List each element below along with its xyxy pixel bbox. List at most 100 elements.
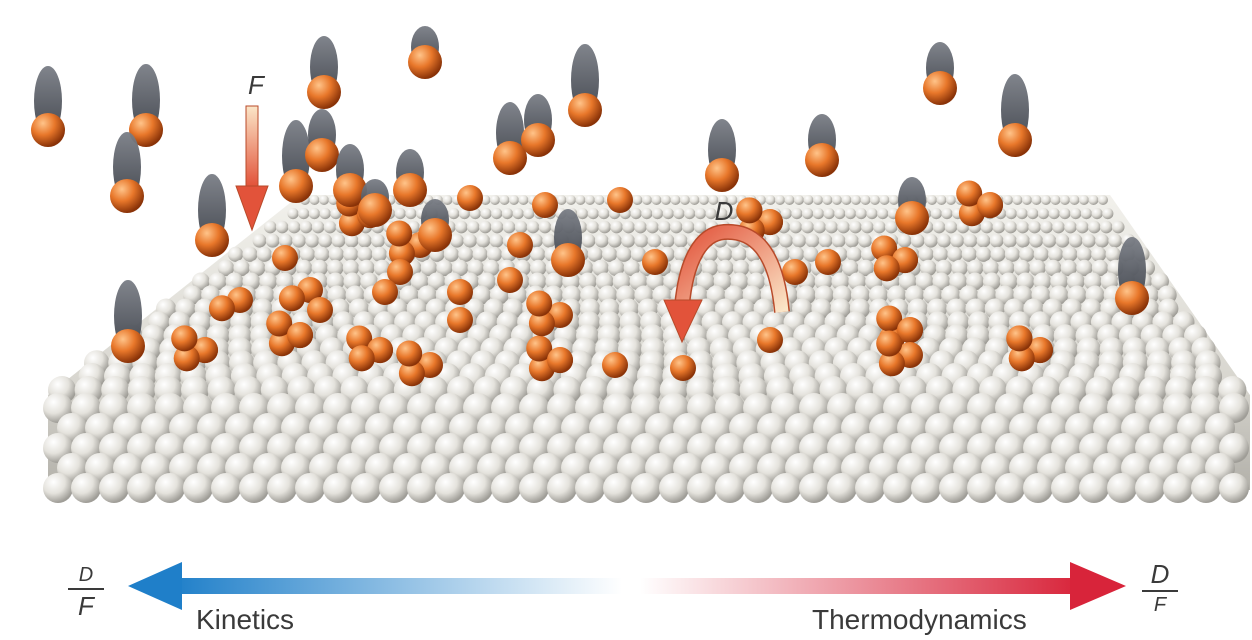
substrate-atom bbox=[794, 195, 804, 205]
substrate-atom bbox=[192, 272, 210, 291]
substrate-atom bbox=[311, 220, 325, 234]
substrate-atom bbox=[1088, 220, 1101, 234]
substrate-atom bbox=[935, 259, 953, 277]
adatom bbox=[815, 249, 841, 275]
substrate-atom bbox=[1023, 473, 1053, 503]
substrate-atom bbox=[451, 259, 469, 277]
adatom bbox=[670, 355, 696, 381]
ratio-right: D F bbox=[1138, 560, 1182, 616]
falling-atom bbox=[493, 141, 527, 175]
substrate-atom bbox=[1027, 208, 1039, 220]
substrate-atom bbox=[766, 233, 780, 248]
substrate-atom bbox=[1019, 246, 1035, 262]
substrate-atom bbox=[594, 233, 609, 248]
falling-atom bbox=[111, 329, 145, 363]
substrate-atom bbox=[476, 233, 491, 248]
substrate-atom bbox=[467, 220, 480, 234]
substrate-atom bbox=[1076, 220, 1089, 234]
substrate-atom bbox=[897, 233, 912, 248]
substrate-atom bbox=[491, 208, 503, 220]
substrate-atom bbox=[941, 208, 953, 220]
substrate-atom bbox=[924, 233, 938, 248]
substrate-atom bbox=[585, 195, 595, 205]
substrate-atom bbox=[634, 233, 649, 248]
adatom bbox=[526, 335, 553, 362]
substrate-atom bbox=[803, 246, 819, 262]
ratio-left-denominator: F bbox=[78, 591, 94, 621]
falling-atom bbox=[998, 123, 1032, 157]
ratio-left: D F bbox=[64, 564, 108, 620]
substrate-atom bbox=[490, 195, 500, 205]
substrate-atom bbox=[855, 473, 885, 503]
kinetics-label: Kinetics bbox=[196, 604, 295, 635]
substrate-atom bbox=[673, 208, 685, 220]
substrate-atom bbox=[663, 272, 681, 291]
adatom bbox=[388, 240, 415, 267]
flux-arrow bbox=[235, 105, 269, 232]
substrate-atom bbox=[1048, 246, 1064, 262]
substrate-atom bbox=[1004, 220, 1017, 234]
substrate-atom bbox=[358, 259, 375, 277]
substrate-atom bbox=[323, 220, 337, 234]
substrate-atom bbox=[910, 233, 925, 248]
substrate-atom bbox=[995, 473, 1025, 503]
flux-label: F bbox=[248, 70, 266, 100]
substrate-atom bbox=[314, 246, 330, 262]
substrate-atom bbox=[579, 272, 597, 291]
substrate-atom bbox=[693, 220, 707, 234]
substrate-atom bbox=[687, 473, 717, 503]
substrate-atom bbox=[155, 473, 185, 503]
substrate-atom bbox=[598, 208, 610, 220]
falling-atom bbox=[31, 113, 65, 147]
substrate-atom bbox=[1051, 473, 1081, 503]
substrate-atom bbox=[915, 272, 934, 291]
substrate-atom bbox=[443, 246, 459, 262]
substrate-atom bbox=[598, 220, 611, 234]
substrate-atom bbox=[939, 473, 969, 503]
substrate-atom bbox=[616, 246, 632, 262]
substrate-atom bbox=[239, 473, 269, 503]
substrate-atom bbox=[718, 195, 728, 205]
substrate-atom bbox=[967, 259, 984, 277]
adatom bbox=[878, 350, 905, 377]
substrate-atom bbox=[1091, 259, 1109, 277]
substrate-atom bbox=[946, 195, 956, 205]
substrate-atom bbox=[870, 195, 880, 205]
substrate-atom bbox=[1031, 195, 1042, 205]
substrate-atom bbox=[1013, 259, 1031, 277]
surface-adatoms bbox=[171, 180, 1053, 387]
substrate-atom bbox=[947, 246, 963, 262]
substrate-atom bbox=[1033, 272, 1052, 291]
substrate-atom bbox=[278, 233, 293, 248]
substrate-atom bbox=[748, 259, 765, 277]
substrate-atom bbox=[519, 473, 549, 503]
adatom bbox=[396, 340, 423, 367]
substrate-atom bbox=[1076, 259, 1093, 277]
substrate-atom bbox=[326, 272, 345, 291]
substrate-atom bbox=[1016, 220, 1029, 234]
substrate-atom bbox=[491, 473, 521, 503]
substrate-atom bbox=[373, 259, 391, 277]
substrate-atom bbox=[660, 233, 675, 248]
substrate-atom bbox=[696, 272, 715, 291]
adatom bbox=[876, 330, 903, 357]
substrate-atom bbox=[1070, 208, 1082, 220]
substrate-atom bbox=[673, 233, 688, 248]
adatom bbox=[387, 259, 413, 285]
substrate-atom bbox=[499, 195, 510, 205]
substrate-atom bbox=[420, 259, 438, 277]
substrate-atom bbox=[937, 233, 951, 248]
substrate-atom bbox=[514, 220, 528, 234]
substrate-atom bbox=[327, 259, 344, 277]
substrate-atom bbox=[575, 473, 605, 503]
substrate-atom bbox=[844, 208, 857, 220]
substrate-atom bbox=[775, 195, 785, 205]
substrate-atom bbox=[1022, 195, 1032, 205]
substrate-atom bbox=[486, 246, 503, 262]
substrate-atom bbox=[287, 220, 301, 234]
substrate-atom bbox=[858, 233, 872, 248]
substrate-atom bbox=[592, 259, 609, 277]
falling-atom bbox=[333, 173, 367, 207]
adatom bbox=[876, 305, 903, 332]
